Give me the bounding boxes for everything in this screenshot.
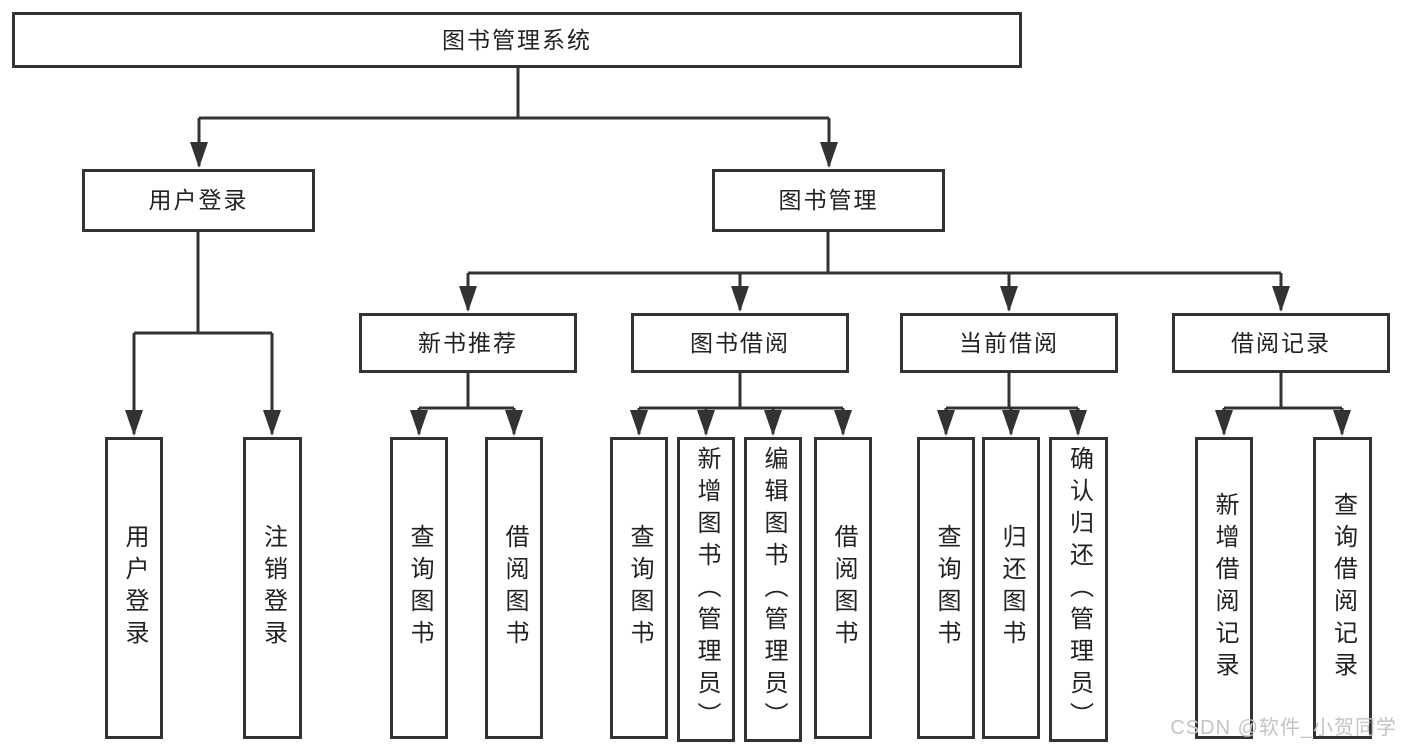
leaf-user-login: 用户登录 xyxy=(105,437,163,739)
leaf-add-books-admin: 新增图书（管理员） xyxy=(677,437,735,742)
arrowhead-icon xyxy=(190,142,208,168)
leaf-return-books: 归还图书 xyxy=(982,437,1040,739)
leaf-query-books-borrowing: 查询图书 xyxy=(610,437,668,739)
arrowhead-icon xyxy=(820,142,838,168)
leaf-query-borrow-record: 查询借阅记录 xyxy=(1313,437,1372,739)
arrowhead-icon xyxy=(1069,410,1087,436)
leaf-borrow-books-recommend: 借阅图书 xyxy=(485,437,543,739)
arrowhead-icon xyxy=(263,410,281,436)
arrowhead-icon xyxy=(764,410,782,436)
leaf-query-books-current: 查询图书 xyxy=(917,437,975,739)
arrowhead-icon xyxy=(731,286,749,312)
leaf-query-books-recommend: 查询图书 xyxy=(390,437,448,739)
arrowhead-icon xyxy=(410,410,428,436)
arrowhead-icon xyxy=(1215,410,1233,436)
arrowhead-icon xyxy=(630,410,648,436)
connector-lines xyxy=(132,68,1344,434)
arrowhead-icon xyxy=(1333,410,1351,436)
arrowhead-icon xyxy=(125,410,143,436)
csdn-watermark: CSDN @软件_小贺同学 xyxy=(1170,717,1397,739)
leaf-add-borrow-record: 新增借阅记录 xyxy=(1195,437,1253,739)
arrowhead-icon xyxy=(1272,286,1290,312)
arrowhead-icon xyxy=(697,410,715,436)
node-user-login-branch: 用户登录 xyxy=(82,169,315,232)
leaf-logout: 注销登录 xyxy=(243,437,302,739)
node-current-borrowing: 当前借阅 xyxy=(900,313,1118,373)
leaf-borrow-books: 借阅图书 xyxy=(814,437,872,739)
arrowhead-icon xyxy=(459,286,477,312)
node-borrowing-records: 借阅记录 xyxy=(1172,313,1390,373)
arrowhead-icon xyxy=(937,410,955,436)
arrowhead-icon xyxy=(505,410,523,436)
leaf-confirm-return-admin: 确认归还（管理员） xyxy=(1049,437,1108,742)
node-library-management-system: 图书管理系统 xyxy=(12,12,1022,68)
node-book-borrowing: 图书借阅 xyxy=(631,313,849,373)
node-book-management-branch: 图书管理 xyxy=(712,169,945,232)
leaf-edit-books-admin: 编辑图书（管理员） xyxy=(744,437,802,742)
arrowhead-icon xyxy=(1000,286,1018,312)
node-new-book-recommendation: 新书推荐 xyxy=(359,313,577,373)
arrowhead-icon xyxy=(834,410,852,436)
arrowhead-icon xyxy=(1002,410,1020,436)
